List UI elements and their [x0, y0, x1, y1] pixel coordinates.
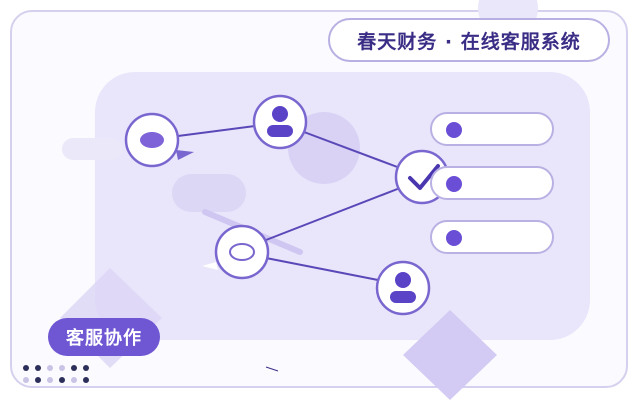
decor-dot-grid	[23, 365, 89, 383]
decor-diamond-bottom	[403, 310, 497, 400]
decor-pill-left	[62, 138, 122, 160]
user-avatar-icon	[252, 94, 308, 150]
connector-lines	[177, 125, 401, 281]
decor-pill-mid	[172, 174, 246, 212]
status-dot	[446, 122, 462, 138]
speech-bubble-icon	[124, 112, 194, 168]
status-bar-2	[430, 166, 554, 200]
status-bar-1	[430, 112, 554, 146]
status-dot	[446, 230, 462, 246]
status-bar-3	[430, 220, 554, 254]
status-dot	[446, 176, 462, 192]
decor-tick	[265, 366, 279, 372]
user-avatar-icon-2	[375, 260, 431, 316]
page-title: 春天财务 · 在线客服系统	[328, 18, 610, 62]
speech-bubble-outline-icon	[202, 224, 270, 280]
collaboration-badge: 客服协作	[48, 318, 160, 356]
